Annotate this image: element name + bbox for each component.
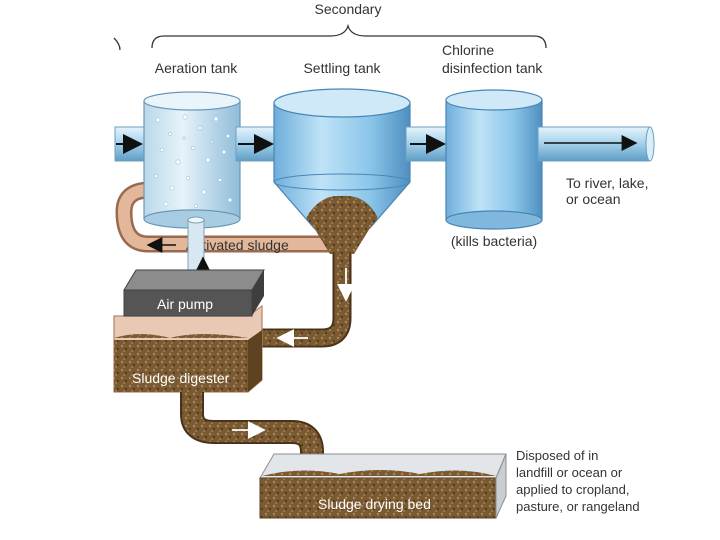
settling-tank <box>273 88 411 254</box>
air-pump <box>123 269 265 317</box>
air-pipe <box>187 216 211 281</box>
air-pump-label: Air pump <box>157 296 213 312</box>
sludge-pipe-to-digester <box>262 254 355 348</box>
sludge-digester-label: Sludge digester <box>132 370 230 386</box>
chlorine-label-line2: disinfection tank <box>442 60 543 76</box>
secondary-bracket <box>113 23 547 51</box>
outlet-pipe <box>537 126 655 162</box>
outlet-label-line1: To river, lake, <box>566 175 648 191</box>
aeration-tank <box>143 91 241 229</box>
disposal-line3: applied to cropland, <box>516 482 629 497</box>
sludge-drying-bed <box>259 453 507 519</box>
disposal-line2: landfill or ocean or <box>516 465 623 480</box>
secondary-label: Secondary <box>315 1 382 17</box>
activated-sludge-label: Activated sludge <box>186 237 289 253</box>
activated-sludge-return-pipe <box>115 181 330 253</box>
chlorine-label-line1: Chlorine <box>442 42 494 58</box>
sludge-pipe-to-drying-bed <box>180 392 324 460</box>
settling-tank-label: Settling tank <box>303 60 381 76</box>
disposal-line1: Disposed of in <box>516 448 598 463</box>
sludge-digester <box>113 304 263 393</box>
outlet-label-line2: or ocean <box>566 191 620 207</box>
kills-bacteria-label: (kills bacteria) <box>451 233 537 249</box>
drying-bed-label: Sludge drying bed <box>318 496 431 512</box>
chlorine-tank <box>445 89 543 230</box>
aeration-tank-label: Aeration tank <box>155 60 238 76</box>
disposal-line4: pasture, or rangeland <box>516 499 640 514</box>
